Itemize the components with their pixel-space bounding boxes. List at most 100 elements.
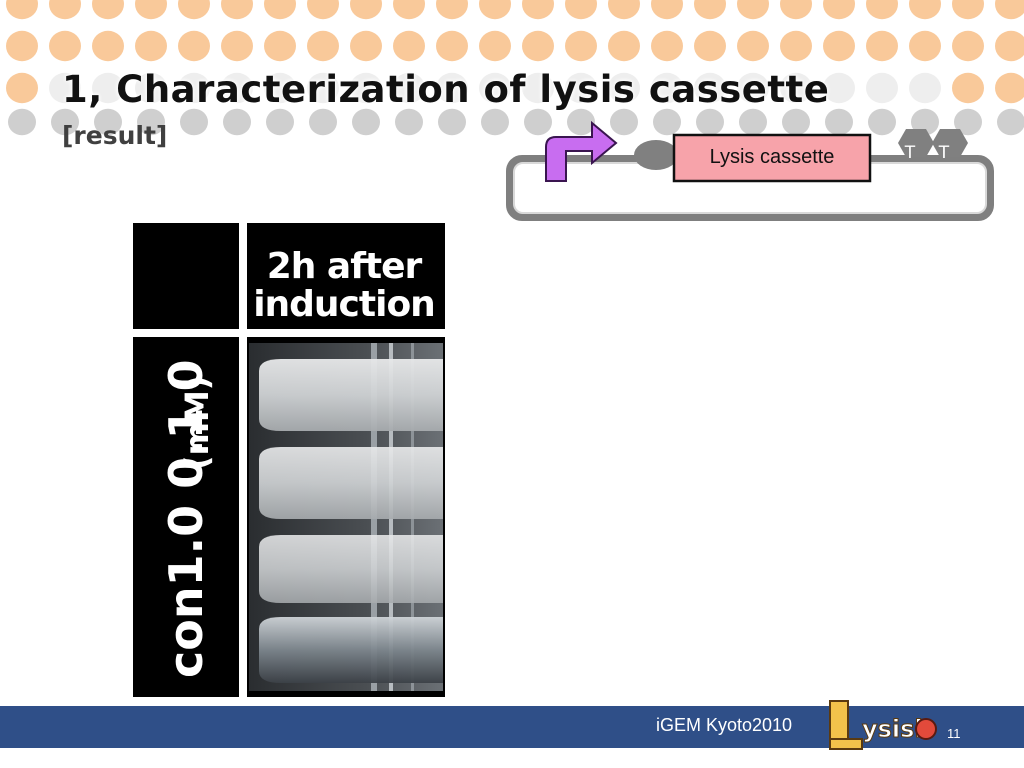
decorative-dot: [823, 72, 855, 104]
tube-0-1: [259, 535, 443, 603]
slide-subtitle: [result]: [62, 121, 168, 150]
decorative-dot: [610, 108, 638, 136]
decorative-dot: [221, 72, 253, 104]
decorative-dot: [952, 72, 984, 104]
decorative-dot: [393, 0, 425, 20]
decorative-dot: [694, 72, 726, 104]
photo-header-label: 2h after induction: [253, 246, 436, 325]
decorative-dot: [995, 72, 1024, 104]
slide-title: 1, Characterization of lysis cassette: [62, 68, 830, 111]
decorative-dot: [264, 0, 296, 20]
decorative-dot: [567, 108, 595, 136]
decorative-dot: [481, 108, 509, 136]
decorative-dot: [737, 0, 769, 20]
decorative-dot: [825, 108, 853, 136]
decorative-dot: [696, 108, 724, 136]
decorative-dot: [739, 108, 767, 136]
terminator-1-label: T: [904, 143, 916, 163]
decorative-dot: [479, 30, 511, 62]
decorative-dot: [780, 0, 812, 20]
decorative-dot: [6, 0, 38, 20]
decorative-dot: [780, 72, 812, 104]
decorative-dot: [868, 108, 896, 136]
terminator-2-icon: [932, 129, 968, 157]
decorative-dot-pattern: [0, 0, 1024, 140]
decorative-dot: [436, 72, 468, 104]
tube-con: [259, 359, 443, 431]
decorative-dot: [221, 30, 253, 62]
decorative-dot: [694, 30, 726, 62]
decorative-dot: [49, 0, 81, 20]
decorative-dot: [92, 72, 124, 104]
decorative-dot: [608, 0, 640, 20]
lysisbox-logo: ysisb: [829, 700, 937, 750]
decorative-dot: [309, 108, 337, 136]
construct-diagram: [506, 120, 994, 221]
decorative-dot: [737, 72, 769, 104]
terminator-2-label: T: [938, 143, 950, 163]
decorative-dot: [135, 0, 167, 20]
terminator-1-icon: [898, 129, 934, 157]
decorative-dot: [737, 30, 769, 62]
decorative-dot: [51, 108, 79, 136]
decorative-dot: [954, 108, 982, 136]
decorative-dot: [92, 30, 124, 62]
decorative-dot: [651, 72, 683, 104]
decorative-dot: [694, 0, 726, 20]
decorative-dot: [393, 72, 425, 104]
decorative-dot: [909, 30, 941, 62]
decorative-dot: [266, 108, 294, 136]
decorative-dot: [94, 108, 122, 136]
decorative-dot: [866, 72, 898, 104]
decorative-dot: [178, 30, 210, 62]
decorative-dot: [995, 30, 1024, 62]
decorative-dot: [522, 0, 554, 20]
decorative-dot: [135, 30, 167, 62]
decorative-dot: [92, 0, 124, 20]
decorative-dot: [178, 72, 210, 104]
decorative-dot: [911, 108, 939, 136]
page-number: 11: [947, 726, 961, 741]
footer-text: iGEM Kyoto2010: [656, 715, 793, 735]
decorative-dot: [997, 108, 1024, 136]
decorative-dot: [436, 30, 468, 62]
rbs-icon: [634, 140, 678, 170]
decorative-dot: [565, 72, 597, 104]
decorative-dot: [137, 108, 165, 136]
decorative-dot: [479, 0, 511, 20]
decorative-dot: [393, 30, 425, 62]
decorative-dot: [436, 0, 468, 20]
decorative-dot: [653, 108, 681, 136]
decorative-dot: [479, 72, 511, 104]
decorative-dot: [909, 72, 941, 104]
decorative-dot: [909, 0, 941, 20]
decorative-dot: [608, 30, 640, 62]
concentration-unit-label: (mM): [178, 375, 216, 470]
decorative-dot: [522, 72, 554, 104]
decorative-dot: [780, 30, 812, 62]
decorative-dot: [6, 30, 38, 62]
decorative-dot: [866, 0, 898, 20]
decorative-dot: [782, 108, 810, 136]
svg-text:ysisb: ysisb: [862, 715, 932, 743]
decorative-dot: [651, 30, 683, 62]
decorative-dot: [6, 72, 38, 104]
decorative-dot: [952, 30, 984, 62]
decorative-dot: [135, 72, 167, 104]
decorative-dot: [823, 30, 855, 62]
decorative-dot: [608, 72, 640, 104]
lysis-cassette-box: [672, 133, 872, 183]
decorative-dot: [49, 72, 81, 104]
decorative-dot: [651, 0, 683, 20]
decorative-dot: [866, 30, 898, 62]
tube-1-0: [259, 447, 443, 519]
decorative-dot: [49, 30, 81, 62]
decorative-dot: [352, 108, 380, 136]
decorative-dot: [264, 30, 296, 62]
decorative-dot: [8, 108, 36, 136]
decorative-dot: [178, 0, 210, 20]
decorative-dot: [221, 0, 253, 20]
decorative-dot: [565, 30, 597, 62]
decorative-dot: [952, 0, 984, 20]
decorative-dot: [565, 0, 597, 20]
